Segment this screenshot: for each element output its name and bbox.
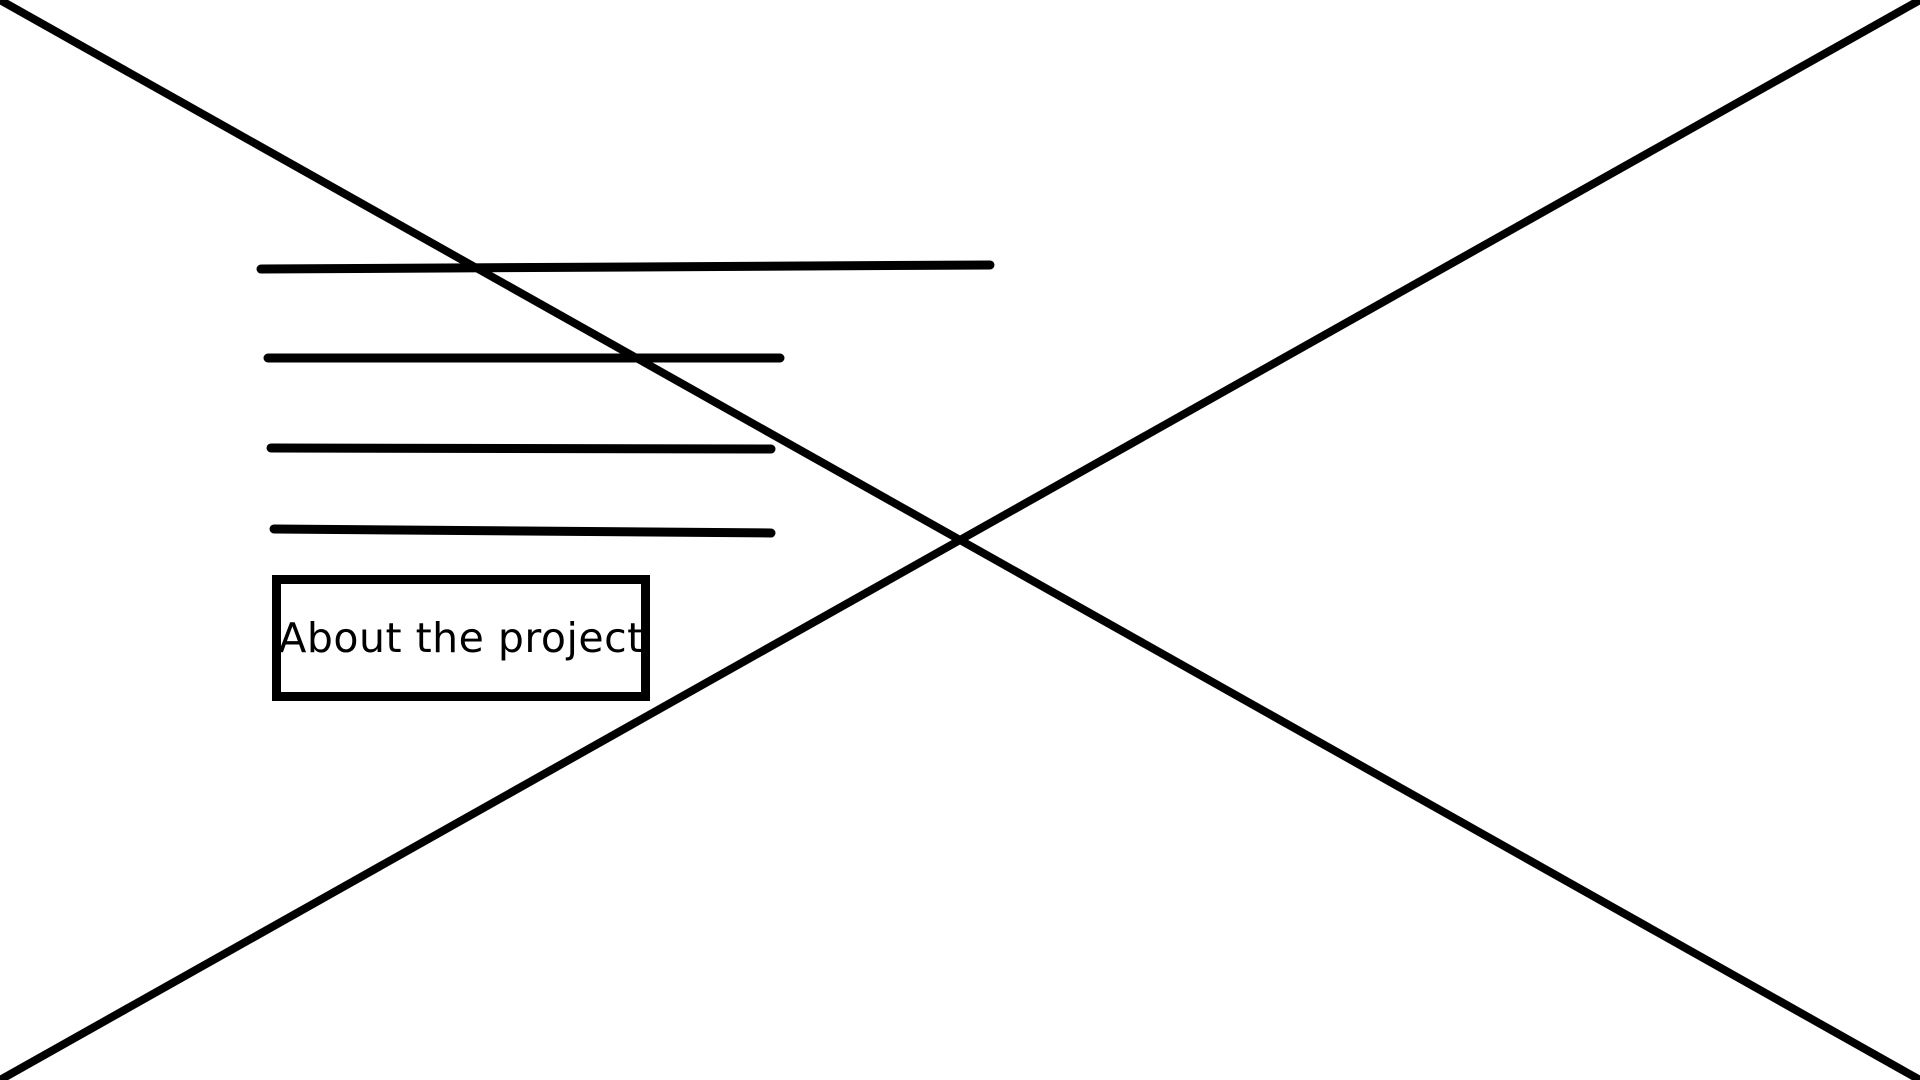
- about-button-label: About the project: [278, 614, 644, 662]
- text-line-1: [256, 260, 995, 274]
- text-line-4: [269, 524, 776, 538]
- about-the-project-button[interactable]: About the project: [272, 575, 650, 701]
- text-line-3: [266, 443, 776, 454]
